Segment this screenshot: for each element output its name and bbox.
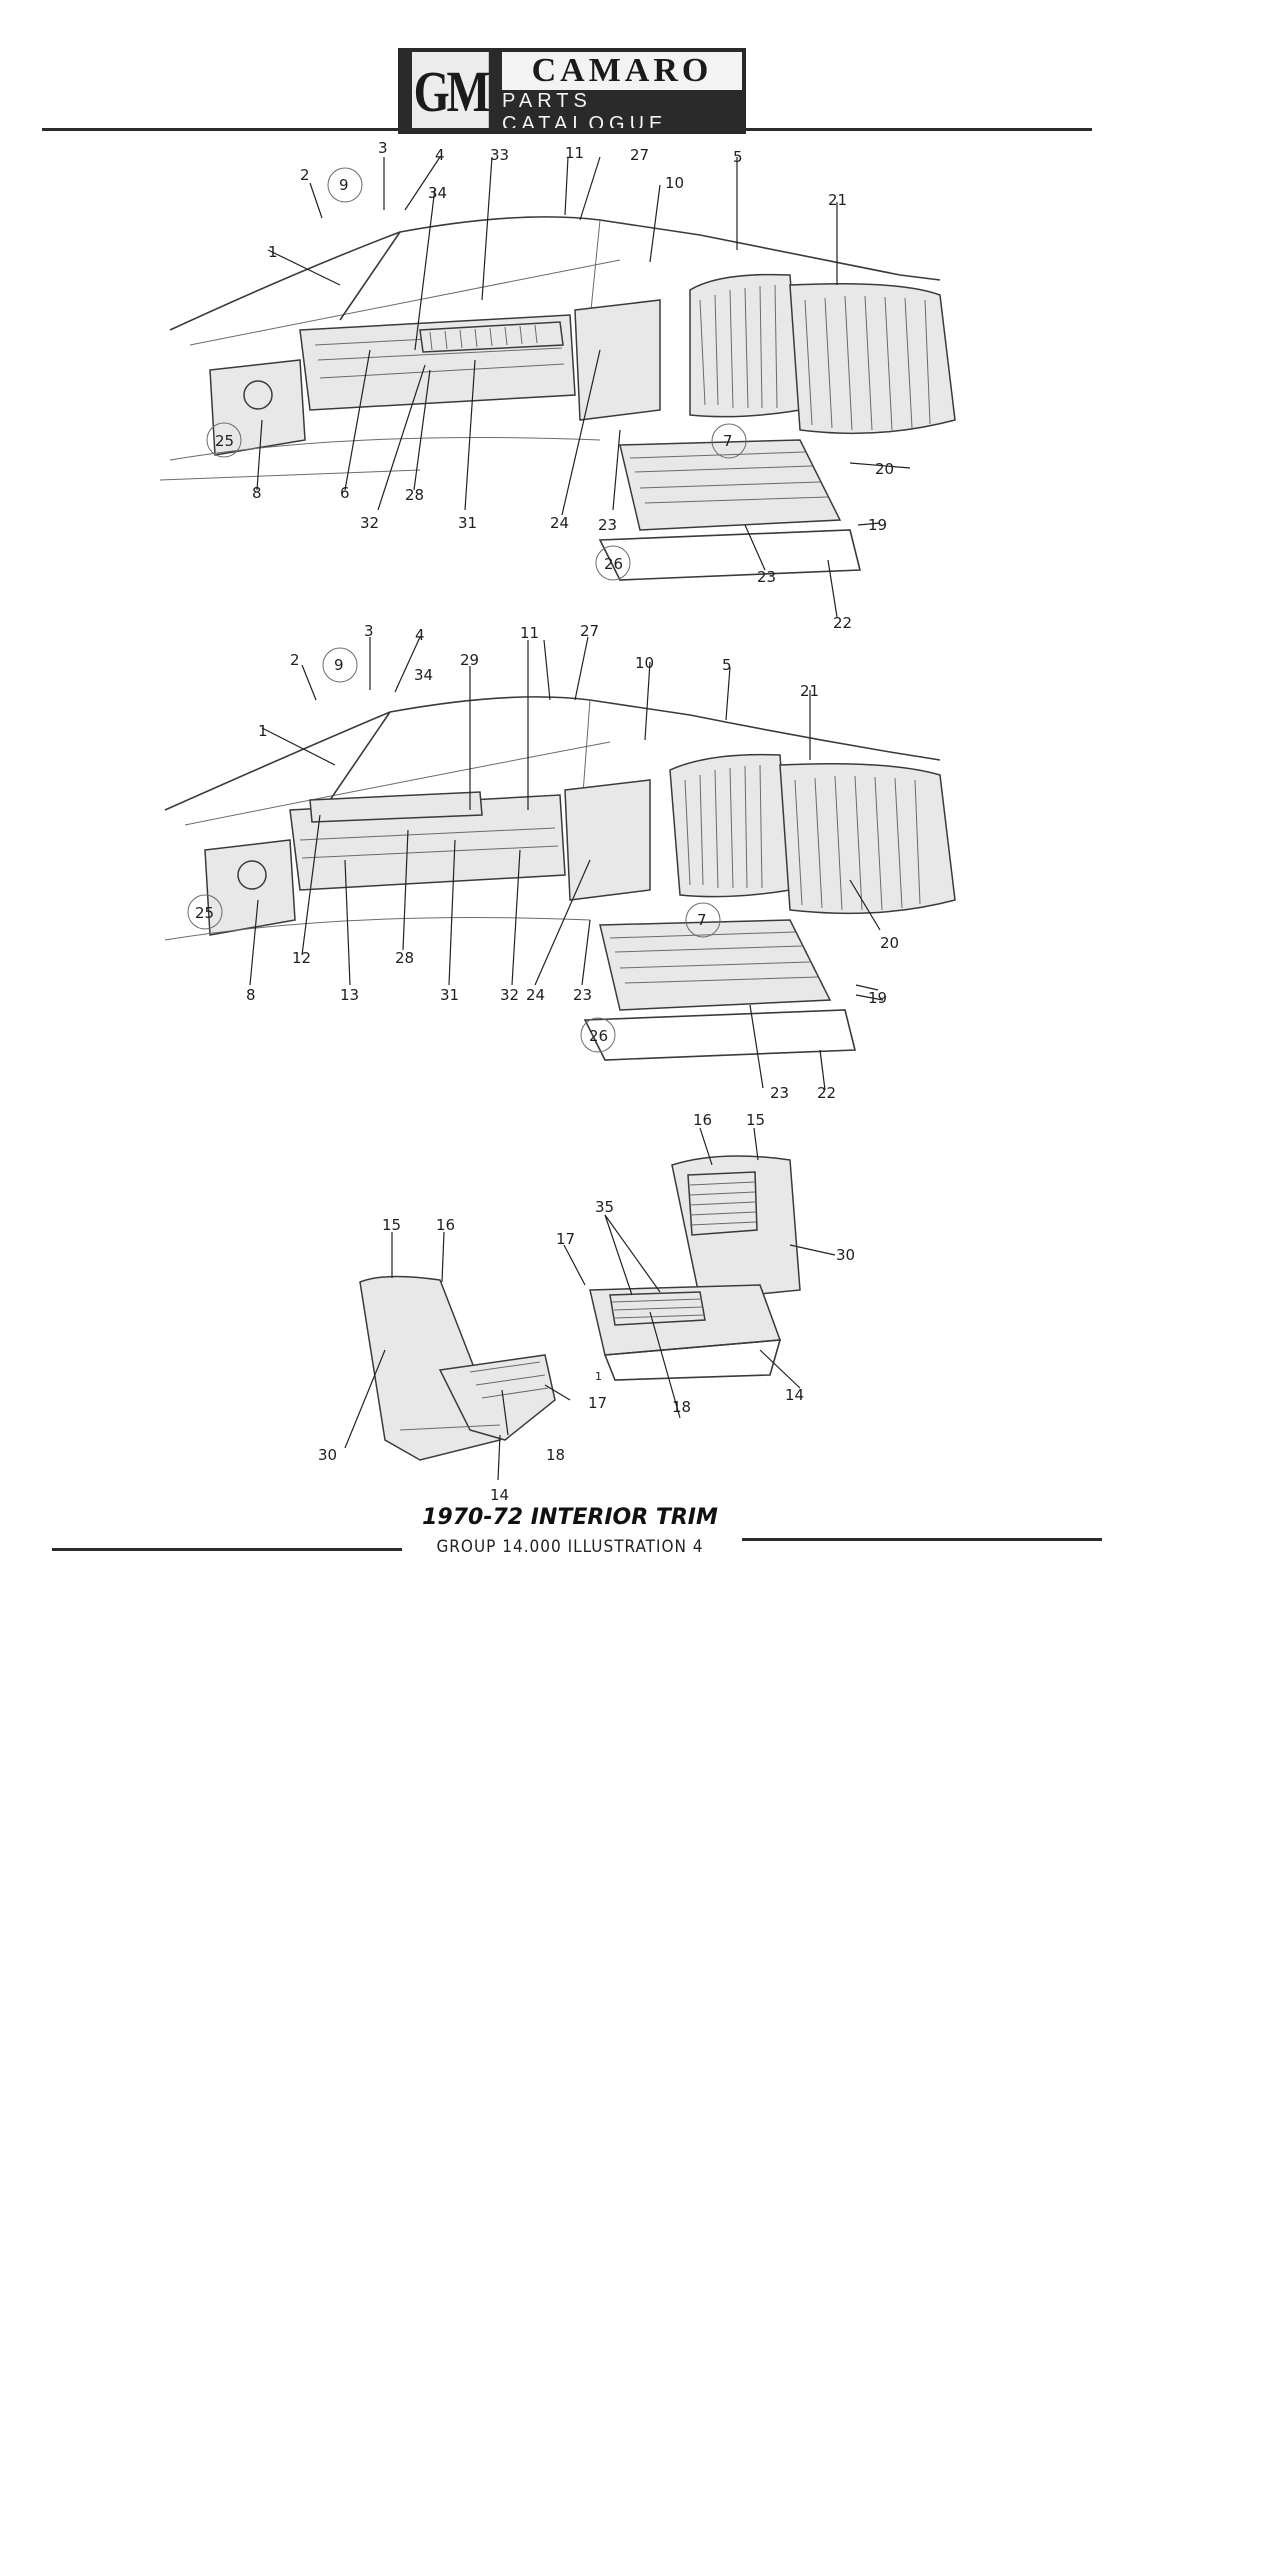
callout-25: 25 — [215, 432, 234, 450]
callout-32: 32 — [500, 986, 519, 1004]
callout-7: 7 — [723, 432, 733, 450]
callout-31: 31 — [458, 514, 477, 532]
callout-10: 10 — [665, 174, 684, 192]
caption-rule-right — [742, 1538, 1102, 1541]
callout-29: 29 — [460, 651, 479, 669]
callout-3: 3 — [378, 139, 388, 157]
callout-1: 1 — [268, 243, 278, 261]
callout-33: 33 — [490, 146, 509, 164]
callout-23a: 23 — [598, 516, 617, 534]
callout-10: 10 — [635, 654, 654, 672]
illustration-subtitle: GROUP 14.000 ILLUSTRATION 4 — [436, 1537, 704, 1557]
callout-23b: 23 — [757, 568, 776, 586]
callout-9: 9 — [334, 656, 344, 674]
callout-31: 31 — [440, 986, 459, 1004]
callout-16-right: 16 — [693, 1111, 712, 1129]
logo-text-block: CAMARO PARTS CATALOGUE — [502, 52, 742, 135]
callout-28: 28 — [405, 486, 424, 504]
callout-26: 26 — [604, 555, 623, 573]
callout-9: 9 — [339, 176, 349, 194]
callout-5: 5 — [722, 656, 732, 674]
callout-19: 19 — [868, 516, 887, 534]
callout-20: 20 — [880, 934, 899, 952]
callout-25: 25 — [195, 904, 214, 922]
illustration-title: 1970-72 INTERIOR TRIM — [422, 1505, 718, 1530]
callout-30-left: 30 — [318, 1446, 337, 1464]
callout-17-right: 17 — [556, 1230, 575, 1248]
callout-34: 34 — [414, 666, 433, 684]
callout-16-left: 16 — [436, 1216, 455, 1234]
callout-6: 6 — [340, 484, 350, 502]
callout-5: 5 — [733, 148, 743, 166]
callout-13: 13 — [340, 986, 359, 1004]
callout-14-right: 14 — [785, 1386, 804, 1404]
callout-27: 27 — [630, 146, 649, 164]
header-rule — [42, 128, 1092, 131]
gm-logo-mark: GM — [412, 52, 492, 130]
callout-1: 1 — [258, 722, 268, 740]
callout-23a: 23 — [573, 986, 592, 1004]
callout-4: 4 — [435, 146, 445, 164]
callout-23b: 23 — [770, 1084, 789, 1102]
callout-15-right: 15 — [746, 1111, 765, 1129]
callout-22: 22 — [833, 614, 852, 632]
callout-21: 21 — [828, 191, 847, 209]
callout-2: 2 — [300, 166, 310, 184]
callout-11: 11 — [565, 144, 584, 162]
callout-12: 12 — [292, 949, 311, 967]
callout-14-left: 14 — [490, 1486, 509, 1504]
callout-7: 7 — [697, 911, 707, 929]
callout-24: 24 — [526, 986, 545, 1004]
caption-rule-left — [52, 1548, 402, 1551]
middle-interior-view: 1 2 3 4 5 7 8 9 10 11 12 13 19 20 21 22 … — [164, 622, 956, 1102]
callout-8: 8 — [246, 986, 256, 1004]
callout-28: 28 — [395, 949, 414, 967]
callout-19: 19 — [868, 989, 887, 1007]
logo-model-name: CAMARO — [502, 52, 742, 90]
callout-34: 34 — [428, 184, 447, 202]
callout-17-left: 17 — [588, 1394, 607, 1412]
callout-27: 27 — [580, 622, 599, 640]
callout-32: 32 — [360, 514, 379, 532]
callout-3: 3 — [364, 622, 374, 640]
callout-35: 35 — [595, 1198, 614, 1216]
callout-26: 26 — [589, 1027, 608, 1045]
callout-11: 11 — [520, 624, 539, 642]
callout-2: 2 — [290, 651, 300, 669]
bucket-seats-view: 14 14 14 15 15 16 16 17 17 18 18 30 30 3… — [318, 1111, 855, 1504]
callout-1-stray: 1 — [595, 1370, 602, 1383]
callout-15-left: 15 — [382, 1216, 401, 1234]
callout-4: 4 — [415, 626, 425, 644]
top-interior-view: 1 2 3 4 5 6 7 8 9 10 11 21 22 23 23 24 2… — [159, 139, 956, 632]
callout-18-right: 18 — [672, 1398, 691, 1416]
callout-20: 20 — [875, 460, 894, 478]
callout-21: 21 — [800, 682, 819, 700]
interior-trim-illustration: 1 2 3 4 5 6 7 8 9 10 11 21 22 23 23 24 2… — [159, 139, 956, 1504]
callout-8: 8 — [252, 484, 262, 502]
gm-camaro-logo: GM CAMARO PARTS CATALOGUE — [398, 48, 746, 135]
callout-22: 22 — [817, 1084, 836, 1102]
callout-18-left: 18 — [546, 1446, 565, 1464]
callout-30-right: 30 — [836, 1246, 855, 1264]
callout-24: 24 — [550, 514, 569, 532]
